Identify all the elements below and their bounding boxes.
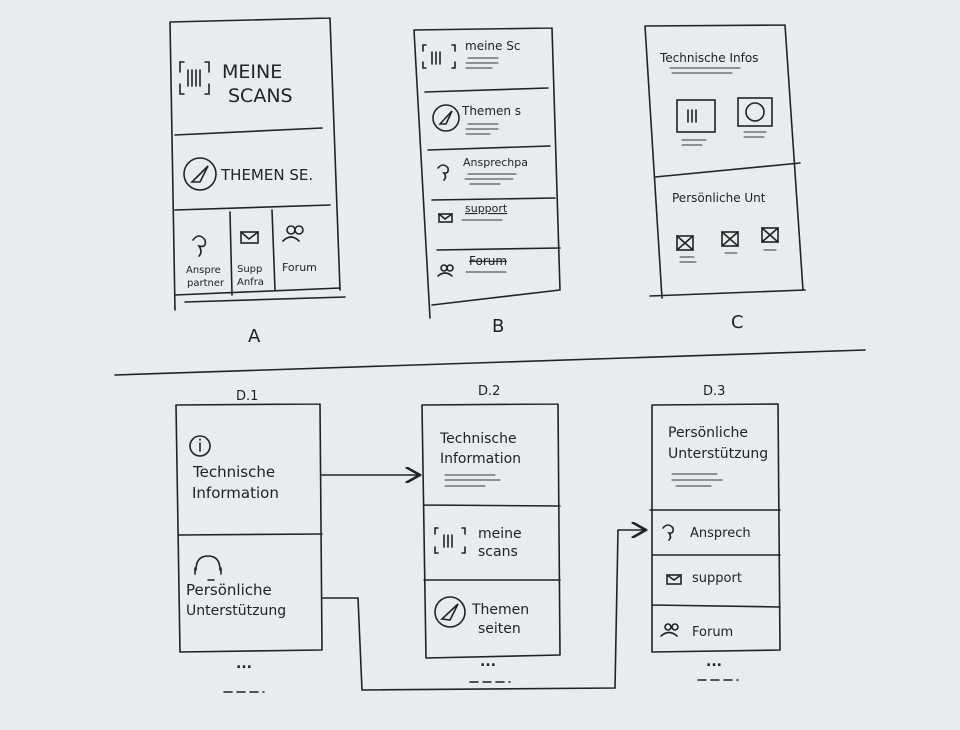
d2-more: ... [480, 654, 496, 670]
compass-tile-icon [737, 97, 773, 138]
forum-icon [282, 225, 304, 242]
compass-icon [183, 157, 217, 191]
a-themen: THEMEN SE. [220, 166, 313, 184]
forum-icon [660, 623, 679, 637]
d3-support: support [692, 571, 742, 586]
scan-icon [422, 44, 456, 69]
b-label: B [492, 316, 504, 337]
mail-icon [240, 231, 259, 244]
compass-icon [434, 596, 466, 628]
b-scans: meine Sc [465, 39, 520, 53]
d2-title-1: Technische [439, 431, 517, 447]
d1-label: D.1 [236, 389, 258, 404]
d1-personal-2: Unterstützung [186, 603, 286, 619]
sketch-d3: D.3 Persönliche Unterstützung Ansprech s… [649, 384, 781, 681]
compass-icon [432, 104, 460, 132]
c-tech: Technische Infos [659, 51, 758, 65]
phone-icon [437, 164, 449, 181]
d3-forum: Forum [692, 625, 733, 640]
mail-icon [666, 574, 682, 585]
d3-title-2: Unterstützung [668, 446, 768, 462]
mail-icon [438, 213, 453, 223]
b-contact: Ansprechpa [463, 156, 528, 169]
scan-icon [434, 527, 466, 554]
d1-personal-1: Persönliche [186, 581, 272, 599]
sketch-b: meine Sc Themen s Ansprechpa support For… [413, 27, 561, 337]
d3-more: ... [706, 654, 722, 670]
d1-more: ... [236, 656, 252, 672]
a-scans-line1: MEINE [222, 61, 282, 83]
sketch-d2: D.2 Technische Information meine scans T… [421, 384, 561, 683]
placeholder-image-icon [676, 235, 697, 263]
c-personal: Persönliche Unt [672, 191, 766, 205]
headset-icon [194, 555, 222, 581]
d1-tech-1: Technische [192, 463, 275, 481]
a-support-2: Anfra [237, 277, 264, 288]
arrow-to-d3 [321, 530, 646, 691]
d2-scans-2: scans [478, 544, 518, 560]
d2-themen-2: seiten [478, 621, 521, 637]
a-scans-line2: SCANS [228, 85, 293, 107]
placeholder-image-icon [761, 227, 779, 251]
a-contact-2: partner [187, 278, 225, 289]
a-label: A [248, 326, 261, 347]
a-forum: Forum [282, 261, 317, 274]
info-icon [189, 435, 211, 457]
d2-scans-1: meine [478, 526, 522, 542]
b-support: support [465, 202, 508, 215]
scan-tile-icon [676, 99, 716, 146]
a-support-1: Supp [237, 264, 262, 275]
sketch-c: Technische Infos Persönliche Unt C [644, 24, 806, 333]
scan-icon [179, 61, 210, 95]
section-divider [114, 349, 866, 376]
b-themen: Themen s [461, 104, 521, 118]
d2-label: D.2 [478, 384, 500, 399]
sketch-d1: D.1 Technische Information Persönliche U… [175, 389, 323, 693]
phone-icon [192, 235, 207, 257]
d3-label: D.3 [703, 384, 725, 399]
a-contact-1: Anspre [186, 265, 221, 276]
forum-icon [437, 264, 454, 277]
d2-title-2: Information [440, 451, 521, 467]
d3-title-1: Persönliche [668, 425, 748, 441]
d2-themen-1: Themen [471, 602, 529, 618]
c-label: C [731, 312, 744, 333]
b-forum: Forum [469, 254, 507, 268]
phone-icon [662, 524, 674, 541]
d3-contact: Ansprech [690, 526, 751, 541]
d1-tech-2: Information [192, 484, 279, 502]
sketch-a: MEINE SCANS THEMEN SE. Anspre partner Su… [169, 17, 346, 347]
placeholder-image-icon [721, 231, 739, 254]
